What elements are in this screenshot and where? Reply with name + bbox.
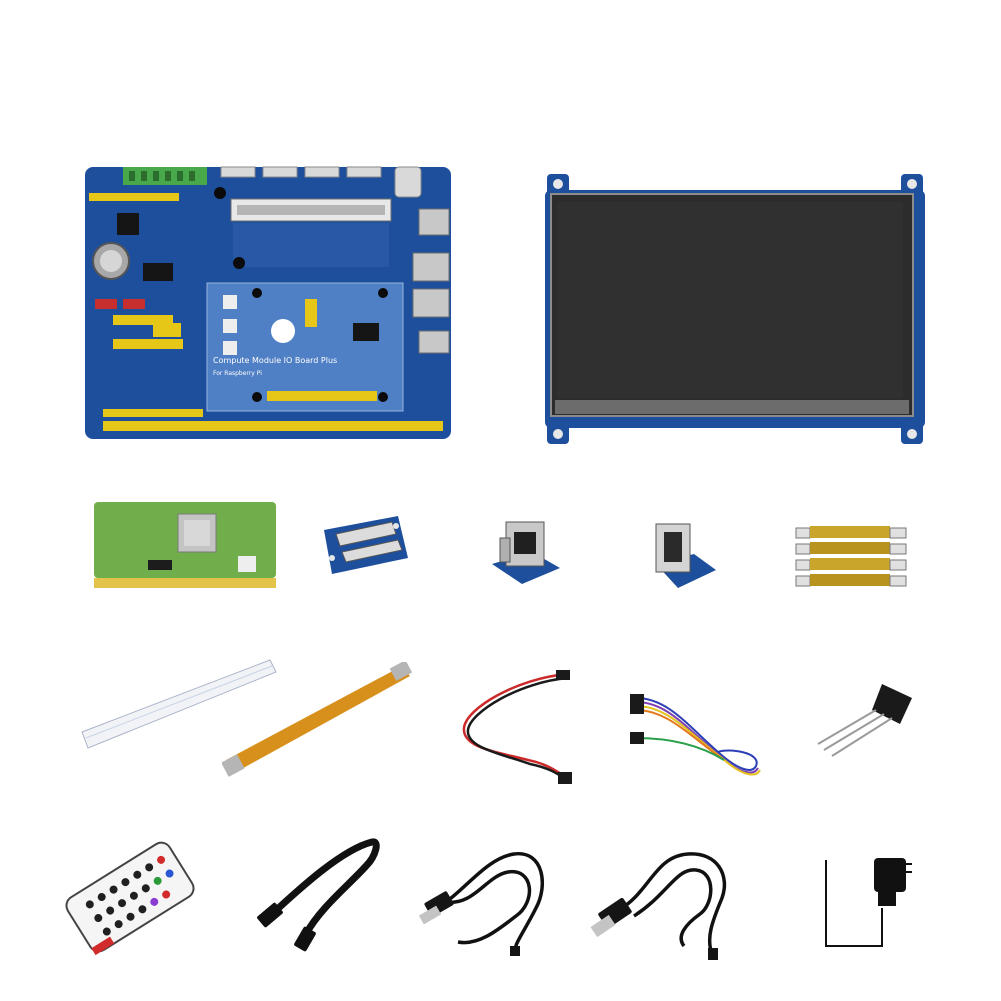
usb-micro-cable xyxy=(590,850,740,962)
dupont-wires-multicolor xyxy=(628,686,762,782)
board-silkscreen-subtitle: For Raspberry Pi xyxy=(213,370,262,377)
camera-adapter-board xyxy=(314,508,410,580)
compute-module-io-board: Compute Module IO Board Plus For Raspber… xyxy=(83,163,454,443)
usb-adapter-2 xyxy=(650,518,718,592)
board-silkscreen-title: Compute Module IO Board Plus xyxy=(213,356,337,365)
copper-standoffs xyxy=(792,524,912,590)
lcd-display xyxy=(545,172,925,446)
compute-module-3 xyxy=(92,500,278,590)
ds18b20-sensor xyxy=(814,680,916,758)
white-fpc-cable xyxy=(78,656,280,756)
hdmi-cable xyxy=(254,836,384,954)
power-adapter xyxy=(818,852,914,952)
usb-y-cable xyxy=(418,846,554,958)
ir-remote-control xyxy=(64,838,196,956)
camera-fpc-cable xyxy=(222,662,412,778)
usb-adapter-1 xyxy=(488,508,562,586)
jumper-wires-red-black xyxy=(458,668,578,786)
